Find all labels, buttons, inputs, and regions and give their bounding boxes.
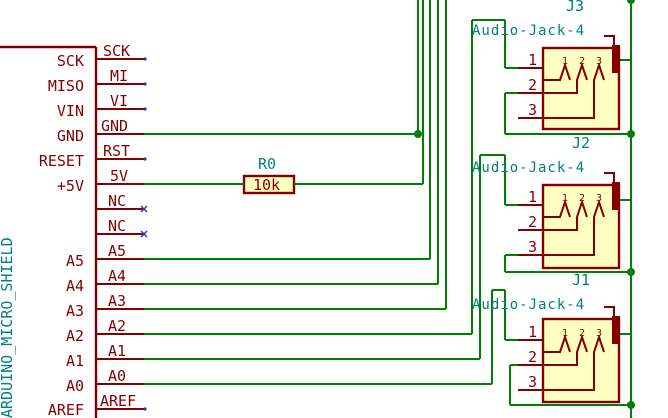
jack-j1-sleeve <box>612 316 620 344</box>
jack-j3-pin-3: 3 <box>528 101 537 119</box>
jack-j2-ref: J2 <box>572 134 590 152</box>
pin-name-a2: A2 <box>66 327 84 345</box>
jack-j1-pin-3: 3 <box>528 373 537 391</box>
pin-tag-sck: SCK <box>103 42 130 60</box>
jack-j2-pin-3: 3 <box>528 238 537 256</box>
jack-j1-value: Audio-Jack-4 <box>472 297 585 313</box>
jack-j3-inner-1: 1 <box>562 56 568 67</box>
audio-jack-j2: J2 Audio-Jack-4 1 2 3 1 2 3 <box>472 134 621 270</box>
pin-tag-a2: A2 <box>108 317 126 335</box>
resistor-r0: R0 10k <box>242 155 296 195</box>
pin-tag-aref: AREF <box>100 392 136 410</box>
jack-j3-inner-3: 3 <box>596 56 602 67</box>
jack-j1-inner-1: 1 <box>562 328 568 339</box>
pin-tag-a0: A0 <box>108 367 126 385</box>
jack-j1-pin-2: 2 <box>528 348 537 366</box>
pin-tag-5v: 5V <box>110 167 128 185</box>
pin-name-reset: RESET <box>39 152 84 170</box>
pin-name-a3: A3 <box>66 302 84 320</box>
arduino-shield-symbol: ARDUINO_MICRO_SHIELD SCK MISO VIN GND RE… <box>0 42 148 418</box>
pin-name-miso: MISO <box>48 77 84 95</box>
jack-j1-pin-1: 1 <box>528 323 537 341</box>
jack-j3-inner-2: 2 <box>579 56 585 67</box>
jack-j3-sleeve <box>612 45 620 73</box>
jack-j1-inner-3: 3 <box>596 328 602 339</box>
pin-end-markers <box>143 57 147 411</box>
pin-tag-nc-1: NC <box>108 192 126 210</box>
jack-j2-pin-1: 1 <box>528 188 537 206</box>
pin-name-a5: A5 <box>66 252 84 270</box>
jack-j1-inner-2: 2 <box>579 328 585 339</box>
jack-j3-ref: J3 <box>566 0 584 15</box>
pin-tag-gnd: GND <box>101 117 128 135</box>
pin-name-a4: A4 <box>66 277 84 295</box>
pin-tag-mi: MI <box>110 67 128 85</box>
pin-tag-a3: A3 <box>108 292 126 310</box>
no-connect-marks <box>140 205 148 238</box>
pin-name-sck: SCK <box>57 52 84 70</box>
resistor-ref: R0 <box>258 155 276 173</box>
pin-name-5v: +5V <box>57 177 84 195</box>
jack-j2-sleeve <box>612 182 620 210</box>
pin-name-a0: A0 <box>66 377 84 395</box>
pin-tag-a5: A5 <box>108 242 126 260</box>
jack-j2-value: Audio-Jack-4 <box>472 160 585 176</box>
pin-tag-a1: A1 <box>108 342 126 360</box>
audio-jack-j3: J3 Audio-Jack-4 1 2 3 1 2 3 <box>472 0 621 131</box>
jack-j1-body <box>541 317 621 404</box>
jack-j1-ref: J1 <box>572 271 590 289</box>
pin-tag-a4: A4 <box>108 267 126 285</box>
jack-j2-inner-2: 2 <box>579 193 585 204</box>
jack-j3-pin-1: 1 <box>528 51 537 69</box>
wires <box>144 0 632 418</box>
pin-name-a1: A1 <box>66 352 84 370</box>
jack-j2-inner-3: 3 <box>596 193 602 204</box>
pin-name-gnd: GND <box>57 127 84 145</box>
jack-j2-inner-1: 1 <box>562 193 568 204</box>
resistor-value: 10k <box>253 176 280 194</box>
shield-pin-stubs <box>96 58 144 410</box>
jack-j2-pin-2: 2 <box>528 213 537 231</box>
pin-name-vin: VIN <box>57 102 84 120</box>
pin-tag-vi: VI <box>110 92 128 110</box>
jack-j3-value: Audio-Jack-4 <box>472 23 585 39</box>
jack-j3-body <box>541 46 621 131</box>
pin-name-aref: AREF <box>48 401 84 418</box>
junction-dots <box>414 0 635 409</box>
pin-tag-rst: RST <box>103 142 130 160</box>
shield-part-name: ARDUINO_MICRO_SHIELD <box>0 237 16 418</box>
jack-j3-pin-2: 2 <box>528 76 537 94</box>
audio-jack-j1: J1 Audio-Jack-4 1 2 3 1 2 3 <box>472 271 621 404</box>
pin-tag-nc-2: NC <box>108 217 126 235</box>
